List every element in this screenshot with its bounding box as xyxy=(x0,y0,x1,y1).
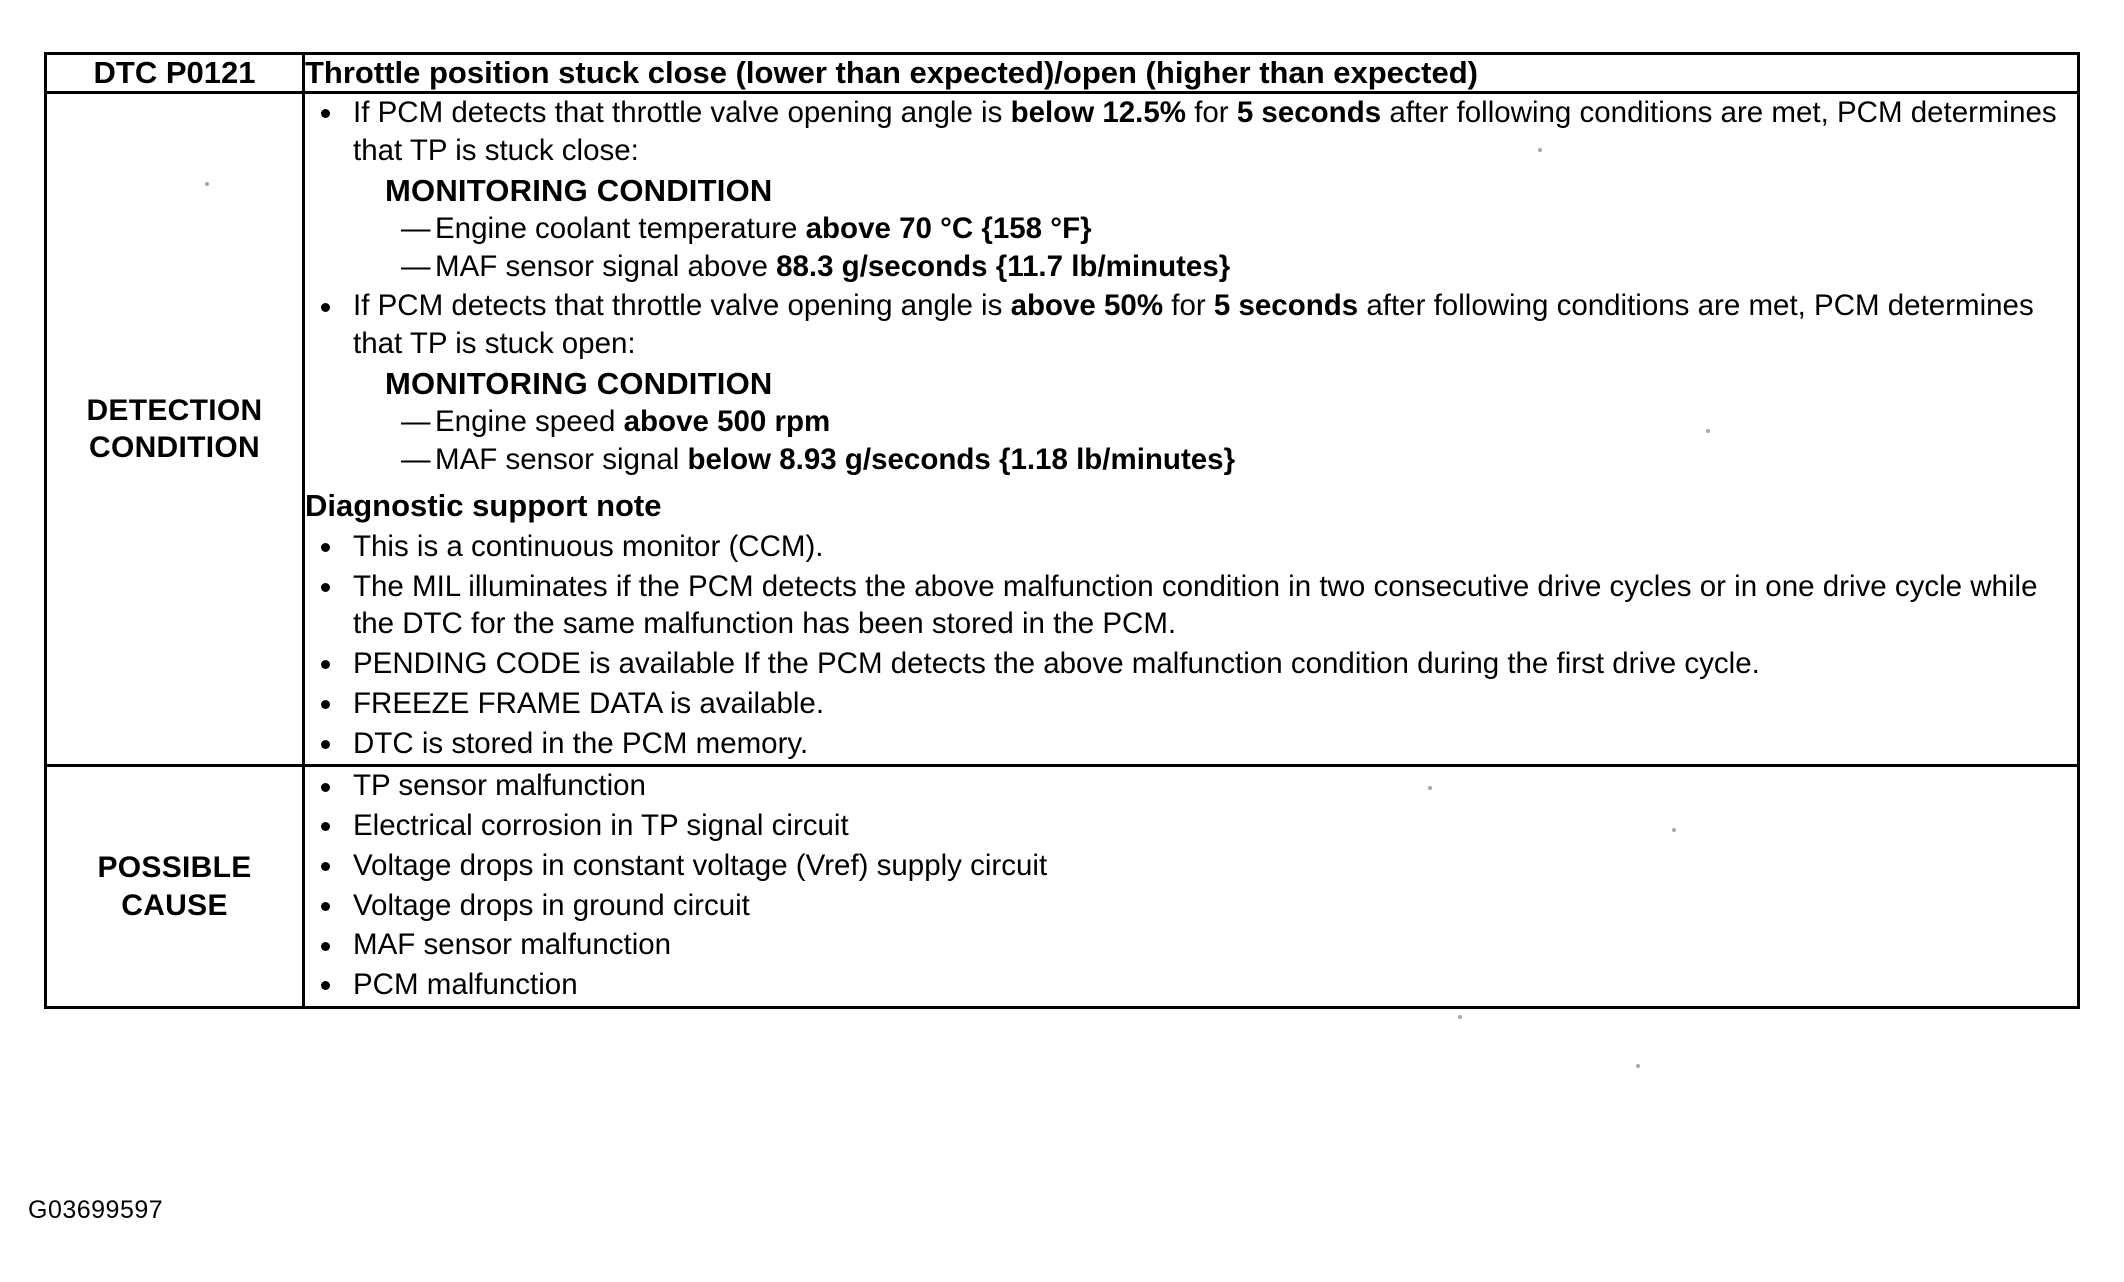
list-item: The MIL illuminates if the PCM detects t… xyxy=(305,568,2077,644)
list-item: Electrical corrosion in TP signal circui… xyxy=(305,807,2077,845)
monitoring-condition-2-item-2: —MAF sensor signal below 8.93 g/seconds … xyxy=(401,442,2077,479)
list-item: PENDING CODE is available If the PCM det… xyxy=(305,645,2077,683)
list-item: PCM malfunction xyxy=(305,966,2077,1004)
bullet-dot-icon xyxy=(321,660,330,670)
cond-2-1-prefix: Engine speed xyxy=(435,405,624,439)
cond-1-1-prefix: Engine coolant temperature xyxy=(435,212,806,246)
possible-cause-label-line-1: POSSIBLE xyxy=(97,851,252,885)
detection-condition-label-line-2: CONDITION xyxy=(88,431,261,465)
monitoring-condition-1-item-2: —MAF sensor signal above 88.3 g/seconds … xyxy=(401,249,2077,286)
cond-1-2-bold: 88.3 g/seconds {11.7 lb/minutes} xyxy=(776,249,1231,283)
monitoring-condition-1-item-1: —Engine coolant temperature above 70 °C … xyxy=(401,211,2077,248)
bullet-2-text-mid: for xyxy=(1163,289,1214,323)
bullet-dot-icon xyxy=(321,302,330,312)
bullet-dot-icon xyxy=(321,109,330,119)
bullet-dot-icon xyxy=(321,782,330,792)
em-dash-icon: — xyxy=(401,443,431,477)
bullet-1-bold-2: 5 seconds xyxy=(1236,96,1382,129)
bullet-dot-icon xyxy=(321,739,330,749)
table-row-header: DTC P0121 Throttle position stuck close … xyxy=(44,52,2080,94)
table-row-detection-condition: DETECTION CONDITION If PCM detects that … xyxy=(44,90,2080,768)
cond-1-2-prefix: MAF sensor signal above xyxy=(435,249,777,283)
bullet-dot-icon xyxy=(321,901,330,911)
detection-bullet-list: If PCM detects that throttle valve openi… xyxy=(305,94,2077,479)
cause-text: Electrical corrosion in TP signal circui… xyxy=(353,809,849,843)
bullet-dot-icon xyxy=(321,981,330,991)
em-dash-icon: — xyxy=(401,249,431,283)
list-item: Voltage drops in constant voltage (Vref)… xyxy=(305,847,2077,885)
list-item: FREEZE FRAME DATA is available. xyxy=(305,685,2077,723)
dtc-code-cell: DTC P0121 xyxy=(44,52,305,94)
list-item: If PCM detects that throttle valve openi… xyxy=(305,287,2077,478)
note-text: The MIL illuminates if the PCM detects t… xyxy=(353,569,2038,641)
cause-text: TP sensor malfunction xyxy=(353,769,646,803)
cause-text: Voltage drops in ground circuit xyxy=(353,888,750,922)
bullet-1-text-before: If PCM detects that throttle valve openi… xyxy=(353,96,1011,129)
note-text: DTC is stored in the PCM memory. xyxy=(353,726,809,760)
cause-text: Voltage drops in constant voltage (Vref)… xyxy=(353,848,1048,882)
bullet-dot-icon xyxy=(321,941,330,951)
bullet-2-bold-2: 5 seconds xyxy=(1213,289,1359,323)
cause-text: MAF sensor malfunction xyxy=(353,928,672,962)
bullet-dot-icon xyxy=(321,822,330,832)
cause-text: PCM malfunction xyxy=(353,968,578,1002)
figure-reference-code: G03699597 xyxy=(28,1196,164,1224)
bullet-1-text-after: after following conditions are met, PCM … xyxy=(353,96,2057,167)
bullet-2-text-after: after following conditions are met, PCM … xyxy=(353,289,2034,361)
list-item: DTC is stored in the PCM memory. xyxy=(305,725,2077,763)
table-row-possible-cause: POSSIBLE CAUSE TP sensor malfunction Ele… xyxy=(44,764,2080,1009)
possible-cause-label-line-2: CAUSE xyxy=(121,888,228,922)
bullet-dot-icon xyxy=(321,582,330,592)
note-text: PENDING CODE is available If the PCM det… xyxy=(353,647,1760,681)
bullet-1-text-mid: for xyxy=(1186,96,1237,129)
possible-cause-list: TP sensor malfunction Electrical corrosi… xyxy=(305,767,2077,1004)
detection-bullet-2-text: If PCM detects that throttle valve openi… xyxy=(353,289,2034,360)
detection-bullet-1-text: If PCM detects that throttle valve openi… xyxy=(353,96,2057,167)
detection-condition-content: If PCM detects that throttle valve openi… xyxy=(302,90,2080,768)
cond-2-1-bold: above 500 rpm xyxy=(623,405,831,439)
list-item: If PCM detects that throttle valve openi… xyxy=(305,94,2077,285)
diagnostic-support-note-heading: Diagnostic support note xyxy=(305,487,662,523)
list-item: MAF sensor malfunction xyxy=(305,926,2077,964)
detection-condition-label: DETECTION CONDITION xyxy=(44,90,305,768)
cond-1-1-bold: above 70 °C {158 °F} xyxy=(805,212,1092,246)
list-item: Voltage drops in ground circuit xyxy=(305,887,2077,925)
monitoring-condition-heading-1: MONITORING CONDITION xyxy=(385,172,773,208)
possible-cause-label: POSSIBLE CAUSE xyxy=(44,764,305,1009)
note-text: This is a continuous monitor (CCM). xyxy=(353,529,824,563)
diagnostic-support-note-list: This is a continuous monitor (CCM). The … xyxy=(305,528,2077,763)
note-text: FREEZE FRAME DATA is available. xyxy=(353,686,825,720)
detection-condition-label-line-1: DETECTION xyxy=(86,393,263,427)
bullet-dot-icon xyxy=(321,862,330,872)
bullet-2-bold-1: above 50% xyxy=(1010,289,1164,323)
possible-cause-content: TP sensor malfunction Electrical corrosi… xyxy=(302,764,2080,1009)
list-item: This is a continuous monitor (CCM). xyxy=(305,528,2077,566)
em-dash-icon: — xyxy=(401,212,431,246)
monitoring-condition-heading-2: MONITORING CONDITION xyxy=(385,365,773,401)
monitoring-condition-2-item-1: —Engine speed above 500 rpm xyxy=(401,404,2077,441)
list-item: TP sensor malfunction xyxy=(305,767,2077,805)
cond-2-2-prefix: MAF sensor signal xyxy=(435,443,688,477)
bullet-dot-icon xyxy=(321,700,330,710)
bullet-2-text-before: If PCM detects that throttle valve openi… xyxy=(353,289,1011,323)
cond-2-2-bold: below 8.93 g/seconds {1.18 lb/minutes} xyxy=(687,443,1236,477)
em-dash-icon: — xyxy=(401,405,431,439)
dtc-title-cell: Throttle position stuck close (lower tha… xyxy=(302,52,2080,94)
dtc-table: DTC P0121 Throttle position stuck close … xyxy=(44,52,2080,1009)
bullet-dot-icon xyxy=(321,543,330,553)
bullet-1-bold-1: below 12.5% xyxy=(1010,96,1186,129)
